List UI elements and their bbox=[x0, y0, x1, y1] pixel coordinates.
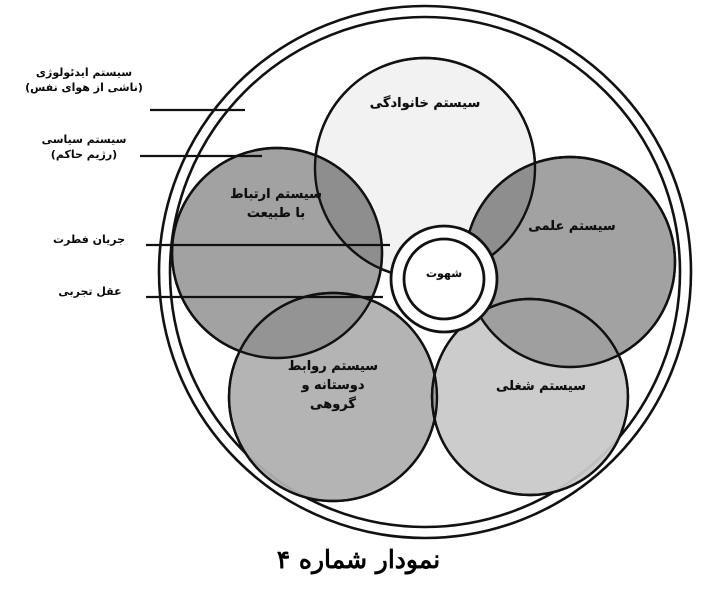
core-ring-inner bbox=[402, 237, 486, 321]
label-science-system: سیستم علمی bbox=[528, 219, 616, 234]
label-nature-relation-system: سیستم ارتباط با طبیعت bbox=[230, 187, 322, 221]
callout-ideology-system: سیستم ایدئولوژی (ناشی از هوای نفس) bbox=[25, 66, 143, 94]
label-friendship-group-system: سیستم روابط دوستانه و گروهی bbox=[287, 359, 379, 412]
label-job-system: سیستم شغلی bbox=[496, 379, 586, 394]
label-family-system: سیستم خانوادگی bbox=[369, 96, 481, 111]
callout-fitrah-flow: جریان فطرت bbox=[52, 233, 126, 246]
callout-empirical-reason: عقل تجربی bbox=[58, 285, 122, 298]
label-lust-core: شهوت bbox=[425, 267, 463, 280]
callout-leader-lines bbox=[140, 108, 390, 299]
petal-outlines bbox=[170, 56, 677, 503]
figure-caption: نمودار شماره ۴ bbox=[276, 545, 441, 574]
callout-political-system: سیستم سیاسی (رژیم حاکم) bbox=[41, 133, 127, 161]
